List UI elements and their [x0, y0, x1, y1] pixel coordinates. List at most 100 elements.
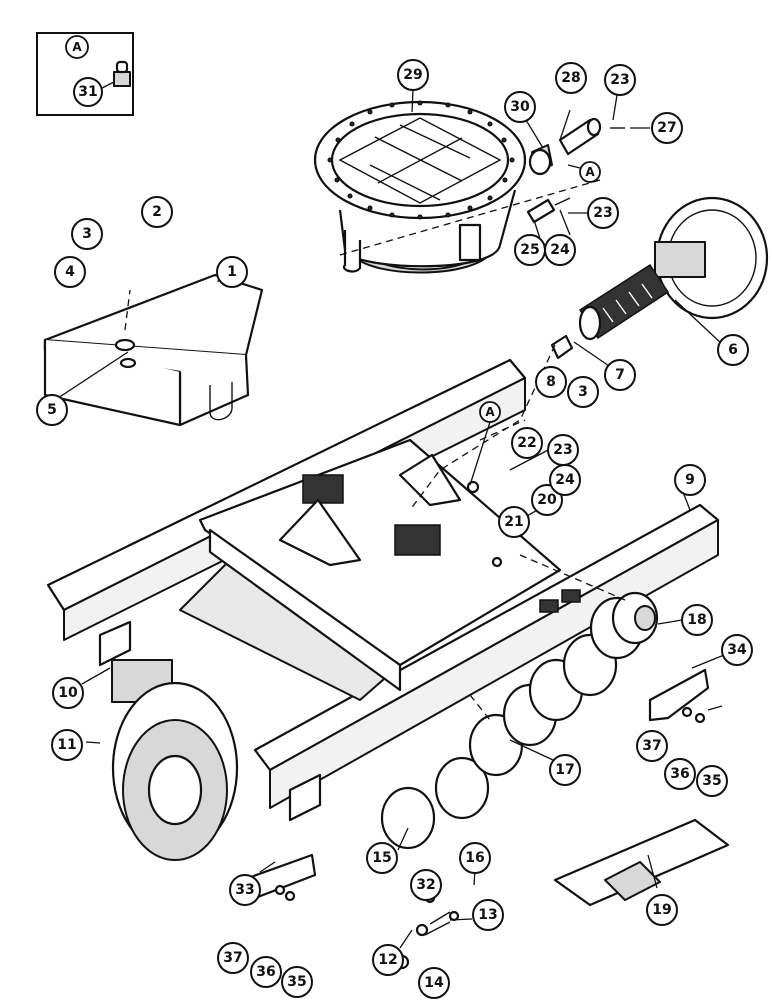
callout-5: 5 [36, 394, 68, 426]
carrier-roller [611, 591, 659, 645]
svg-text:1: 1 [227, 264, 237, 280]
callout-32: 32 [410, 869, 442, 901]
inset-box: A 31 [36, 32, 134, 116]
svg-text:21: 21 [504, 514, 523, 530]
callout-11: 11 [51, 729, 83, 761]
svg-text:9: 9 [685, 472, 695, 488]
svg-text:35: 35 [702, 773, 721, 789]
callout-12: 12 [372, 944, 404, 976]
callout-36-left: 36 [250, 956, 282, 988]
callout-21: 21 [498, 506, 530, 538]
svg-text:36: 36 [256, 964, 275, 980]
svg-text:19: 19 [652, 902, 671, 918]
svg-text:2: 2 [152, 204, 162, 220]
callout-30: 30 [504, 91, 536, 123]
svg-text:A: A [585, 165, 595, 179]
svg-text:24: 24 [550, 242, 570, 258]
svg-text:37: 37 [223, 950, 242, 966]
svg-text:34: 34 [727, 642, 747, 658]
track-frame [46, 358, 720, 822]
inset-ref-circle [65, 35, 89, 59]
callout-19: 19 [646, 894, 678, 926]
svg-text:25: 25 [520, 242, 539, 258]
callout-1: 1 [216, 256, 248, 288]
svg-text:18: 18 [687, 612, 706, 628]
callout-25: 25 [514, 234, 546, 266]
callout-18: 18 [681, 604, 713, 636]
callout-22: 22 [511, 427, 543, 459]
svg-text:10: 10 [58, 685, 78, 701]
svg-text:27: 27 [657, 120, 676, 136]
inset-ref-label: A [72, 40, 82, 54]
callout-33: 33 [229, 874, 261, 906]
callout-8: 8 [535, 366, 567, 398]
svg-text:5: 5 [47, 402, 57, 418]
svg-text:22: 22 [517, 435, 536, 451]
svg-text:11: 11 [57, 737, 76, 753]
svg-text:7: 7 [615, 367, 625, 383]
track-shoe [553, 818, 730, 907]
svg-text:24: 24 [555, 472, 575, 488]
svg-text:36: 36 [670, 766, 689, 782]
svg-text:3: 3 [82, 226, 92, 242]
callout-7: 7 [604, 359, 636, 391]
callout-28: 28 [555, 62, 587, 94]
ref-marker-a-frame: A [469, 401, 501, 486]
svg-text:14: 14 [424, 975, 444, 991]
callout-4: 4 [54, 256, 86, 288]
inset-leader [101, 81, 115, 89]
callout-14: 14 [418, 967, 450, 999]
svg-text:17: 17 [555, 762, 574, 778]
svg-text:15: 15 [372, 850, 391, 866]
callout-36-right: 36 [664, 758, 696, 790]
svg-text:12: 12 [378, 952, 397, 968]
idler-assembly [550, 196, 769, 360]
callout-24-pin: 24 [544, 234, 576, 266]
svg-text:29: 29 [403, 67, 422, 83]
callout-23-pin: 23 [587, 197, 619, 229]
inset-callout-circle [73, 77, 103, 107]
small-hardware [274, 480, 723, 970]
callout-6: 6 [717, 334, 749, 366]
svg-text:30: 30 [510, 99, 530, 115]
svg-text:23: 23 [553, 442, 572, 458]
callout-34: 34 [721, 634, 753, 666]
svg-text:4: 4 [65, 264, 75, 280]
svg-text:35: 35 [287, 974, 306, 990]
svg-text:3: 3 [578, 384, 588, 400]
svg-text:28: 28 [561, 70, 580, 86]
callout-13: 13 [472, 899, 504, 931]
svg-text:23: 23 [593, 205, 612, 221]
callout-37-left: 37 [217, 942, 249, 974]
callout-27: 27 [651, 112, 683, 144]
callout-3-idler: 3 [567, 376, 599, 408]
svg-text:16: 16 [465, 850, 484, 866]
svg-text:A: A [485, 405, 495, 419]
svg-text:23: 23 [610, 72, 629, 88]
svg-text:20: 20 [537, 492, 557, 508]
inset-frame [36, 32, 134, 116]
grease-fitting-icon [113, 60, 131, 87]
callout-3: 3 [71, 218, 103, 250]
callout-35-left: 35 [281, 966, 313, 998]
callout-16: 16 [459, 842, 491, 874]
callout-23-frame: 23 [547, 434, 579, 466]
pins-and-bushings [526, 117, 625, 224]
guard-plate-right [648, 668, 710, 722]
callout-20: 20 [531, 484, 563, 516]
callout-29: 29 [397, 59, 429, 91]
callout-17: 17 [549, 754, 581, 786]
callout-10: 10 [52, 677, 84, 709]
svg-text:8: 8 [546, 374, 556, 390]
inset-callout-label: 31 [78, 84, 97, 100]
callout-23-top: 23 [604, 64, 636, 96]
callout-24-frame: 24 [549, 464, 581, 496]
callout-9: 9 [674, 464, 706, 496]
turntable-ring [313, 100, 527, 274]
cover-plate [43, 273, 264, 427]
callout-35-right: 35 [696, 765, 728, 797]
callout-37-right: 37 [636, 730, 668, 762]
svg-text:37: 37 [642, 738, 661, 754]
svg-text:33: 33 [235, 882, 254, 898]
